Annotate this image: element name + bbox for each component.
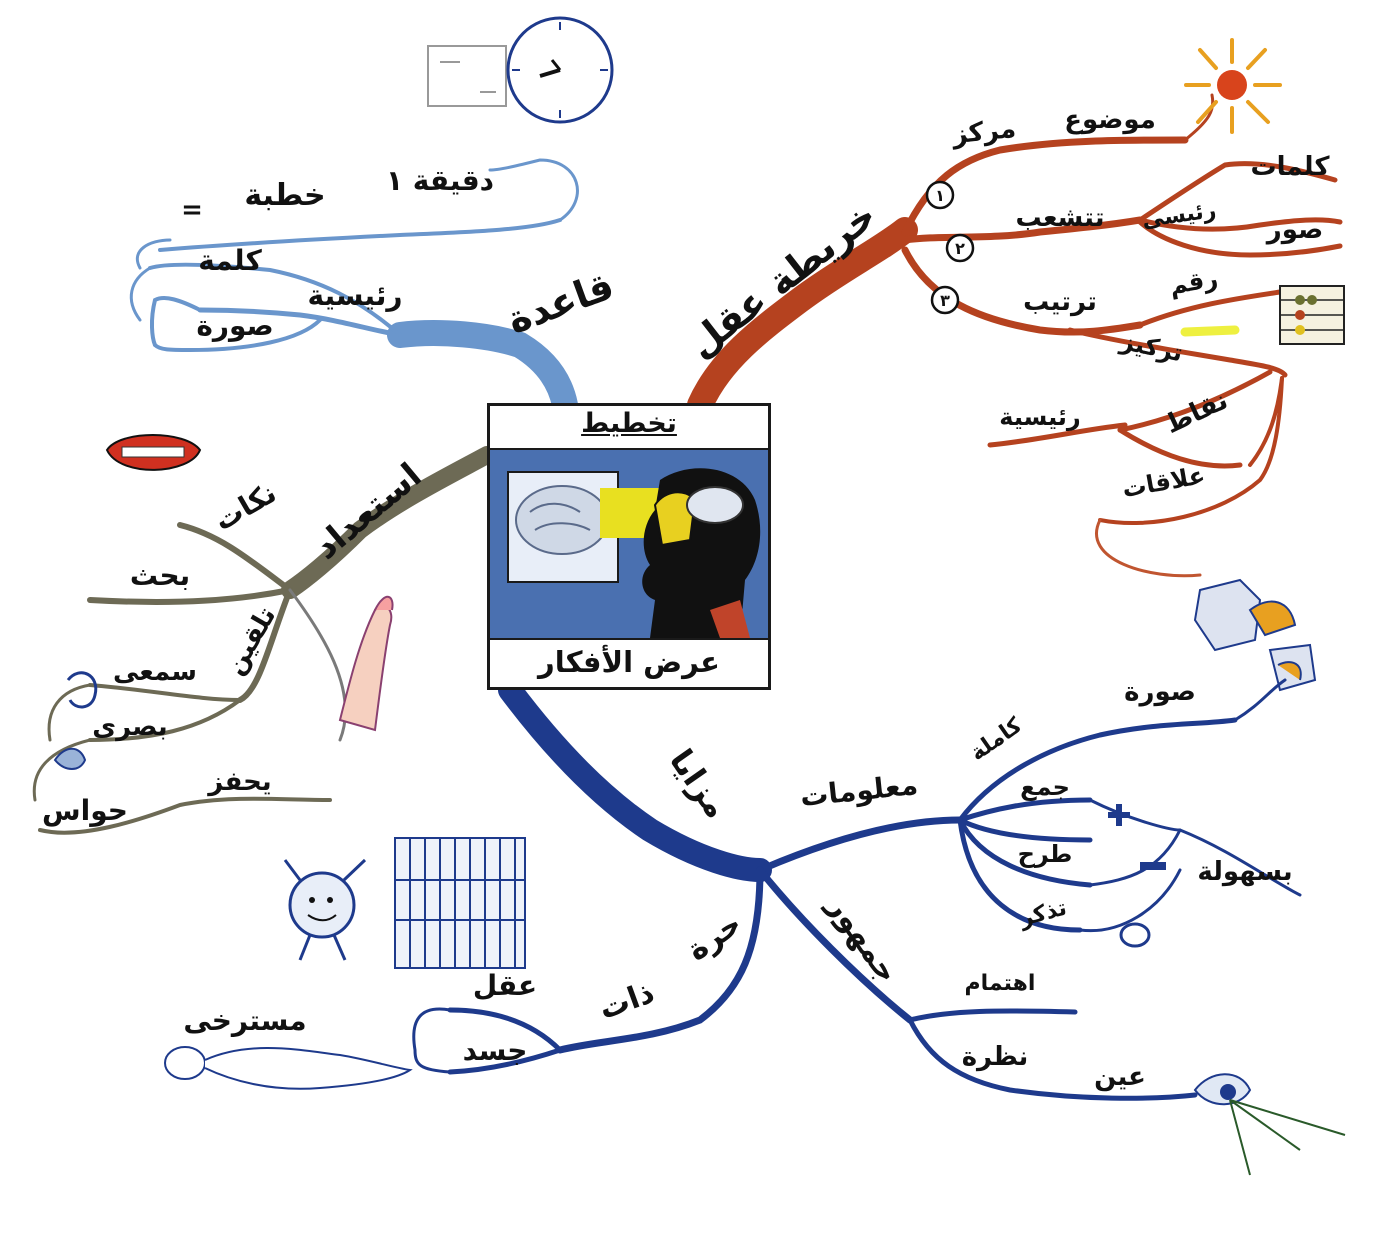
label-number-3: ٣ <box>940 291 950 310</box>
puzzle-icon <box>1193 578 1317 692</box>
label-image-rule: صورة <box>196 309 273 342</box>
label-auditory: سمعى <box>113 657 197 687</box>
math-symbols <box>1108 804 1166 948</box>
smile-icon <box>105 434 202 471</box>
center-illustration <box>490 448 768 640</box>
label-words: كلمات <box>1250 152 1330 182</box>
branch-label-prep: استعداد <box>306 455 429 567</box>
label-word: كلمة <box>198 244 262 277</box>
label-images: صور <box>1265 215 1323 245</box>
label-info: معلومات <box>799 768 920 813</box>
label-minute: دقيقة ١ <box>386 164 494 197</box>
label-easily: بسهولة <box>1197 857 1292 887</box>
sun-icon <box>1184 38 1282 134</box>
label-points: نقاط <box>1161 385 1233 440</box>
small-eye-icon <box>53 747 87 770</box>
center-node: تخطيط عرض الأفكار <box>487 403 771 690</box>
ear-icon <box>66 671 98 709</box>
eye-icon <box>1193 1073 1346 1176</box>
label-number-1: ١ <box>935 186 945 205</box>
center-subtitle: عرض الأفكار <box>538 645 720 679</box>
label-add: جمع <box>1020 773 1070 801</box>
label-image-benefits: صورة <box>1124 677 1196 707</box>
abacus-icon <box>1279 285 1345 345</box>
label-branching: تتشعب <box>1015 203 1104 233</box>
label-relaxed: مسترخى <box>183 1004 306 1037</box>
label-visual: بصرى <box>92 712 167 742</box>
clock-icon <box>427 16 614 124</box>
branch-mind-map <box>687 93 1343 578</box>
relaxed-person-icon <box>164 1046 413 1090</box>
center-title: تخطيط <box>581 408 677 439</box>
building-icon <box>394 837 526 969</box>
label-complete: كاملة <box>966 713 1027 766</box>
label-speech: خطبة <box>244 178 325 213</box>
label-order: ترتيب <box>1023 287 1097 317</box>
label-focus: تركيز <box>1117 327 1185 368</box>
cloud-figure-icon <box>283 858 367 961</box>
label-main-points: رئيسية <box>999 403 1080 431</box>
branch-label-mind-map: خريطة عقل <box>679 193 884 367</box>
label-interest: اهتمام <box>965 971 1036 996</box>
label-equals: = <box>181 195 203 225</box>
label-research: بحث <box>130 559 190 592</box>
label-motivate: يحفز <box>206 767 271 797</box>
branch-label-rule: قاعدة <box>502 263 620 342</box>
label-topic: موضوع <box>1064 105 1156 135</box>
branch-benefits <box>412 678 1302 1101</box>
label-self: ذات <box>595 975 659 1027</box>
label-look: نظرة <box>962 1042 1029 1072</box>
label-number: رقم <box>1167 264 1219 300</box>
branch-prep <box>32 446 496 835</box>
label-senses: حواس <box>42 794 128 827</box>
label-subtract: طرح <box>1018 840 1073 868</box>
branch-rule <box>129 158 579 418</box>
label-free: حرة <box>681 906 749 968</box>
label-main-rule: رئيسية <box>308 279 403 312</box>
label-body: جسد <box>463 1034 528 1067</box>
label-number-2: ٢ <box>955 239 965 258</box>
label-eye: عين <box>1094 1062 1146 1092</box>
head-brain-icon <box>490 450 768 638</box>
hand-icon <box>338 595 394 732</box>
label-relations: علاقات <box>1120 461 1207 503</box>
number-badges <box>925 180 975 315</box>
label-center: مركز <box>949 114 1017 151</box>
label-jokes: نكات <box>209 476 282 537</box>
highlight-mark <box>1180 325 1240 337</box>
label-mind: عقل <box>473 969 537 1002</box>
branch-label-benefits: مزايا <box>662 742 736 825</box>
